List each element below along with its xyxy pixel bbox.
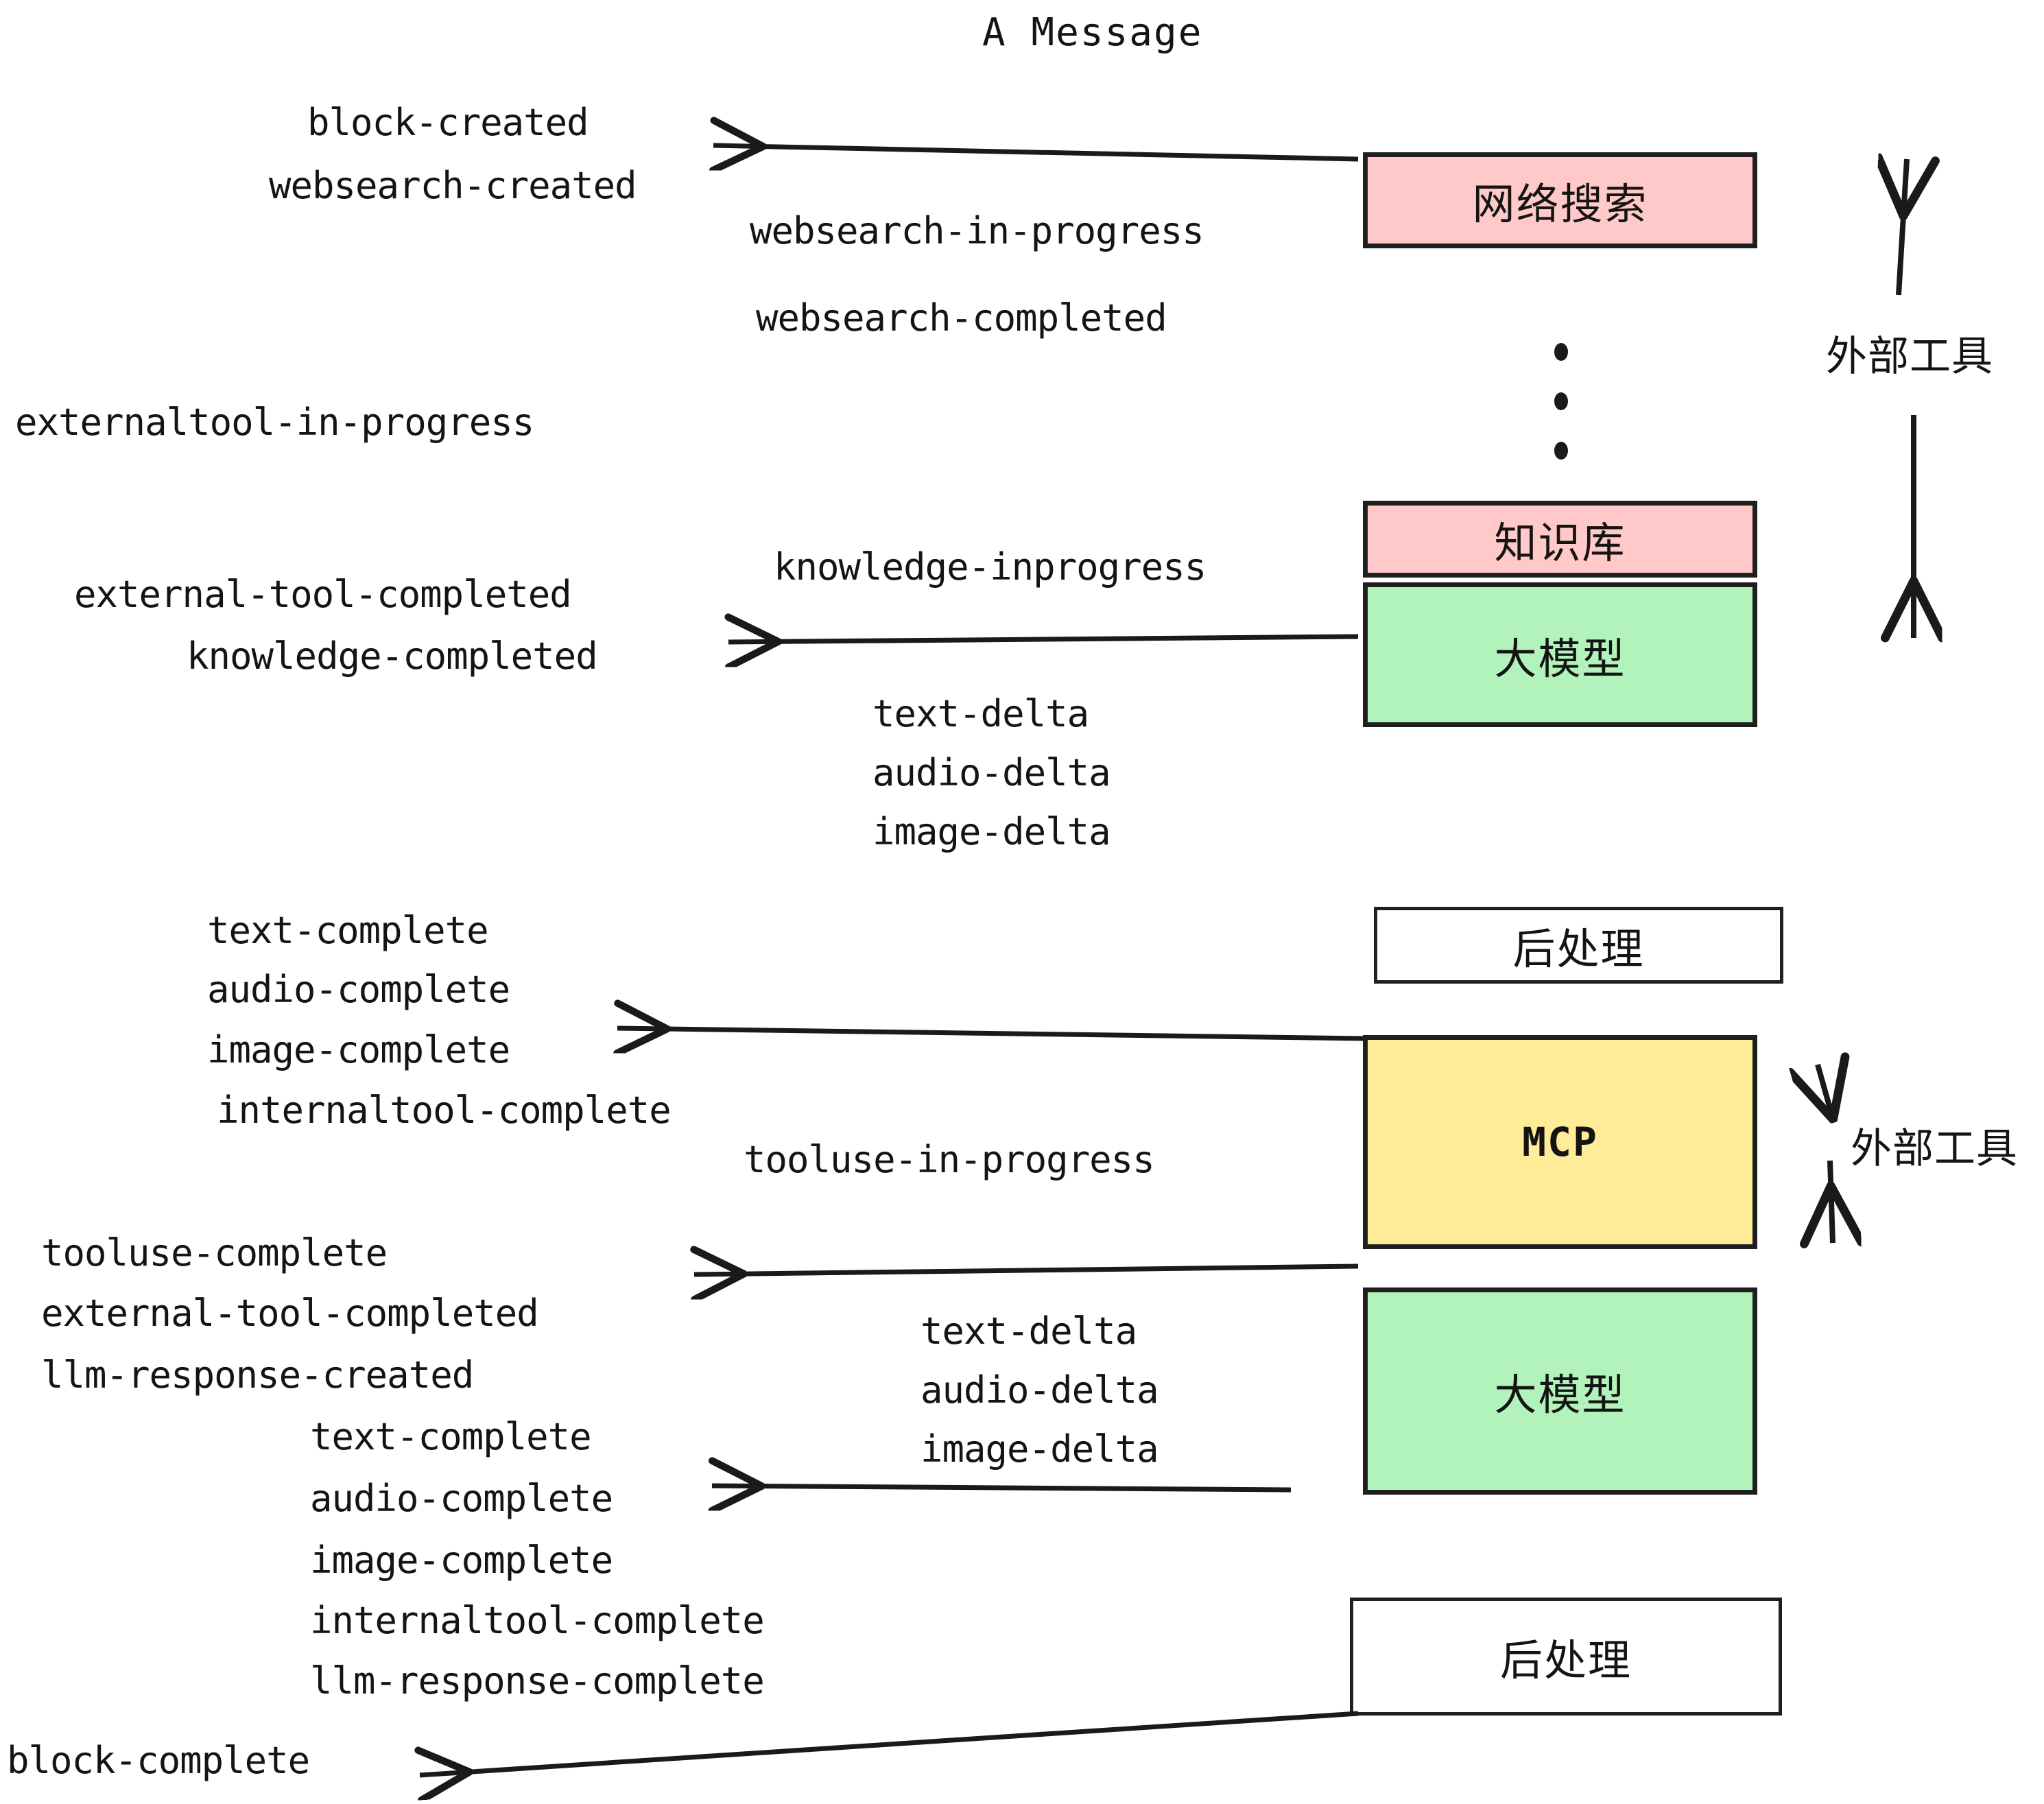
node-mcp[interactable]: MCP [1363,1035,1757,1249]
arrow-llm1-to-knowledge-completed [728,637,1359,642]
event-label-llm-response-created: llm-response-created [41,1353,474,1397]
arrow-external-tools-bottom-up [1818,1065,1833,1118]
arrow-external-tools-top-up [1899,159,1907,296]
arrow-external-tools-bottom-down [1830,1160,1833,1243]
node-websearch[interactable]: 网络搜索 [1363,152,1757,248]
event-label-image-complete-2: image-complete [310,1539,613,1582]
event-label-websearch-in-progress: websearch-in-progress [750,209,1204,252]
event-label-external-tool-completed-1: external-tool-completed [74,573,572,616]
event-label-block-created: block-created [307,101,589,144]
event-label-text-delta-1: text-delta [872,692,1089,735]
event-label-internaltool-complete-1: internaltool-complete [217,1089,672,1132]
node-llm2[interactable]: 大模型 [1363,1287,1757,1495]
arrow-post2-to-block-complete [420,1711,1359,1775]
event-label-text-delta-2: text-delta [920,1309,1137,1353]
event-label-text-complete-1: text-complete [207,909,489,952]
event-label-knowledge-completed: knowledge-completed [187,634,598,678]
diagram-title: A Message [982,10,1203,55]
event-label-audio-complete-1: audio-complete [207,968,510,1011]
side-label-external-tools-top: 外部工具 [1826,333,1993,381]
event-label-image-delta-2: image-delta [920,1427,1159,1471]
event-label-llm-response-complete: llm-response-complete [310,1659,765,1702]
event-label-tooluse-in-progress: tooluse-in-progress [744,1138,1155,1181]
event-label-knowledge-inprogress: knowledge-inprogress [774,545,1207,589]
event-label-tooluse-complete: tooluse-complete [41,1231,388,1274]
event-label-audio-complete-2: audio-complete [310,1477,613,1520]
event-label-external-tool-completed-2: external-tool-completed [41,1292,539,1335]
event-label-externaltool-in-progress: externaltool-in-progress [15,401,534,444]
event-label-audio-delta-1: audio-delta [872,751,1111,794]
event-label-image-delta-1: image-delta [872,810,1111,853]
event-label-text-complete-2: text-complete [310,1415,592,1458]
event-label-websearch-created: websearch-created [269,164,637,207]
node-post2[interactable]: 后处理 [1350,1598,1782,1716]
node-post1[interactable]: 后处理 [1374,907,1783,984]
event-label-internaltool-complete-2: internaltool-complete [310,1599,765,1642]
event-label-image-complete-1: image-complete [207,1028,510,1071]
event-label-audio-delta-2: audio-delta [920,1368,1159,1412]
arrow-llm2-to-audio-complete [712,1486,1292,1490]
arrow-mcp-to-tooluse-complete [694,1266,1359,1274]
side-label-external-tools-bottom: 外部工具 [1851,1125,2018,1173]
event-label-websearch-completed: websearch-completed [756,296,1167,340]
vertical-ellipsis-icon [1554,343,1569,460]
arrow-post1-to-image-complete [617,1028,1364,1039]
node-knowledge[interactable]: 知识库 [1363,501,1757,578]
node-llm1[interactable]: 大模型 [1363,582,1757,727]
arrow-websearch-to-created [713,145,1359,159]
event-label-block-complete: block-complete [7,1739,310,1782]
